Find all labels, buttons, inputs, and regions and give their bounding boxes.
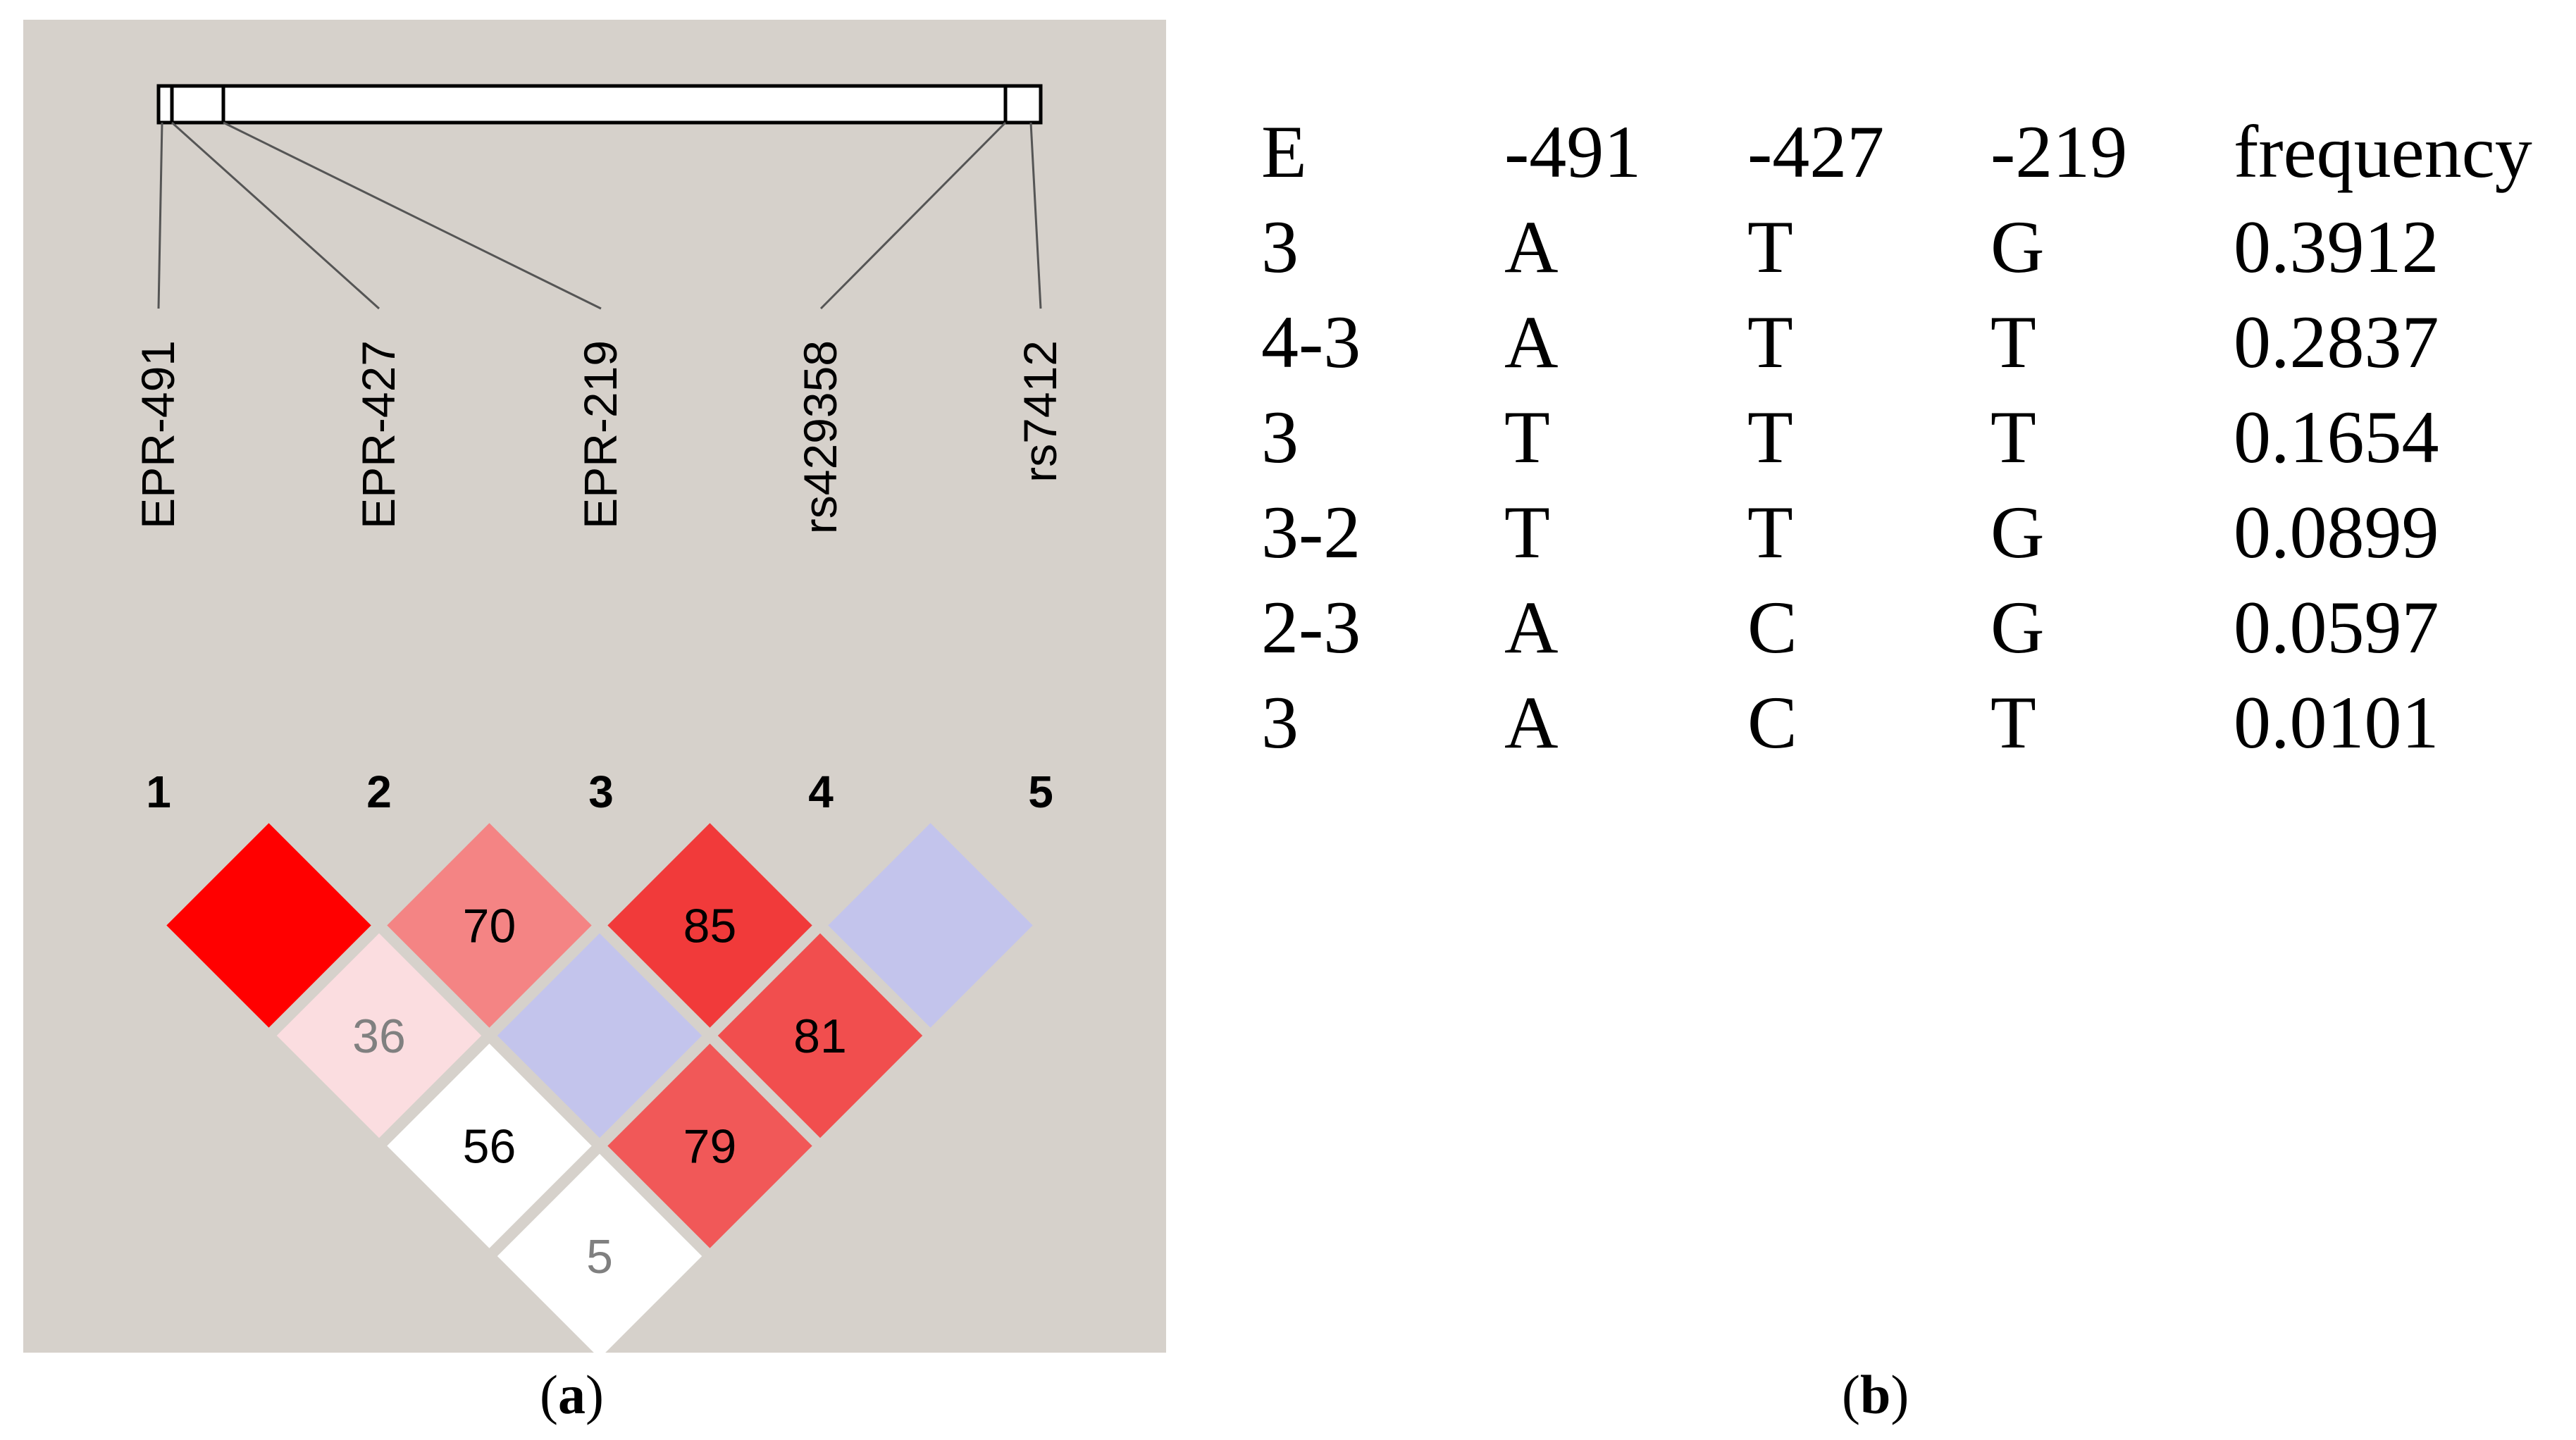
snp-index-label: 5 xyxy=(1028,766,1053,817)
table-cell: A xyxy=(1504,681,1559,764)
table-row: 3 T T T 0.1654 xyxy=(1261,390,2532,485)
connector-line xyxy=(171,121,380,310)
chromosome-bar xyxy=(156,84,1043,125)
table-cell: T xyxy=(1747,396,1793,478)
table-row: 4-3 A T T 0.2837 xyxy=(1261,294,2532,390)
connector-line xyxy=(819,121,1007,310)
snp-label: EPR-427 xyxy=(352,340,404,529)
header-491: -491 xyxy=(1504,111,1642,193)
table-cell: T xyxy=(1747,206,1793,288)
ld-cell xyxy=(493,929,706,1142)
header-frequency: frequency xyxy=(2234,111,2532,193)
table-row: 2-3 A C G 0.0597 xyxy=(1261,580,2532,675)
table-cell: C xyxy=(1747,681,1797,764)
ld-value: 85 xyxy=(683,900,737,953)
table-cell: 3 xyxy=(1261,396,1299,478)
ld-value: 5 xyxy=(586,1230,613,1284)
ld-cell xyxy=(603,1039,817,1253)
table-cell: T xyxy=(1504,491,1550,573)
ld-cell xyxy=(383,1039,596,1253)
ld-value: 56 xyxy=(463,1120,516,1174)
connector-line xyxy=(223,121,602,310)
table-row: 3 A T G 0.3912 xyxy=(1261,199,2532,294)
panel-a-caption: (a) xyxy=(540,1364,604,1425)
ld-plot-panel: EPR-491 EPR-427 EPR-219 rs429358 rs7412 1 2 3 4… xyxy=(23,20,1166,1425)
table-cell: 0.0597 xyxy=(2234,586,2439,669)
ld-value: 79 xyxy=(683,1120,737,1174)
snp-index-label: 3 xyxy=(588,766,614,817)
table-cell: 3 xyxy=(1261,681,1299,764)
table-cell: T xyxy=(1990,396,2036,478)
table-cell: 0.3912 xyxy=(2234,206,2439,288)
ld-cell xyxy=(493,1150,706,1353)
ld-cell xyxy=(824,819,1037,1032)
table-cell: 2-3 xyxy=(1261,586,1361,669)
snp-label: EPR-219 xyxy=(574,340,626,529)
connector-line xyxy=(1029,122,1042,309)
ld-cells: 70 85 36 81 56 79 5 xyxy=(162,819,1037,1353)
header-427: -427 xyxy=(1747,111,1885,193)
snp-index-labels: 1 2 3 4 5 xyxy=(146,766,1053,817)
table-cell: 3-2 xyxy=(1261,491,1361,573)
table-cell: G xyxy=(1990,586,2045,669)
table-cell: A xyxy=(1504,206,1559,288)
table-cell: 0.2837 xyxy=(2234,301,2439,383)
ld-cell xyxy=(603,819,817,1032)
table-cell: 3 xyxy=(1261,206,1299,288)
connector-line xyxy=(157,122,163,309)
snp-label: EPR-491 xyxy=(132,340,184,529)
table-cell: 0.1654 xyxy=(2234,396,2439,478)
table-cell: 0.0899 xyxy=(2234,491,2439,573)
table-cell: G xyxy=(1990,206,2045,288)
table-cell: 4-3 xyxy=(1261,301,1361,383)
table-cell: T xyxy=(1747,301,1793,383)
snp-index-label: 2 xyxy=(366,766,392,817)
ld-cell xyxy=(273,929,485,1142)
snp-label: rs7412 xyxy=(1014,340,1066,483)
ld-value: 70 xyxy=(463,900,516,953)
table-cell: A xyxy=(1504,301,1559,383)
header-219: -219 xyxy=(1990,111,2128,193)
table-cell: 0.0101 xyxy=(2234,681,2439,764)
ld-value: 36 xyxy=(352,1010,406,1063)
ld-cell xyxy=(162,819,376,1032)
table-row: 3 A C T 0.0101 xyxy=(1261,675,2532,770)
header-e: E xyxy=(1261,111,1307,193)
ld-plot: EPR-491 EPR-427 EPR-219 rs429358 rs7412 1 2 3 4… xyxy=(132,84,1066,1353)
snp-index-label: 1 xyxy=(146,766,171,817)
snp-index-label: 4 xyxy=(808,766,834,817)
table-cell: C xyxy=(1747,586,1797,669)
snp-connector-lines xyxy=(157,121,1042,310)
ld-value: 81 xyxy=(793,1010,847,1063)
table-cell: A xyxy=(1504,586,1559,669)
table-row: 3-2 T T G 0.0899 xyxy=(1261,485,2532,580)
table-cell: T xyxy=(1504,396,1550,478)
table-cell: T xyxy=(1990,301,2036,383)
table-cell: T xyxy=(1990,681,2036,764)
panel-b-caption: (b) xyxy=(1842,1364,1909,1425)
table-cell: G xyxy=(1990,491,2045,573)
table-cell: T xyxy=(1747,491,1793,573)
snp-labels: EPR-491 EPR-427 EPR-219 rs429358 rs7412 xyxy=(132,340,1066,534)
snp-label: rs429358 xyxy=(794,340,846,534)
ld-cell xyxy=(714,929,927,1142)
table-header-row: E -491 -427 -219 frequency xyxy=(1261,104,2532,199)
ld-cell xyxy=(383,819,596,1032)
